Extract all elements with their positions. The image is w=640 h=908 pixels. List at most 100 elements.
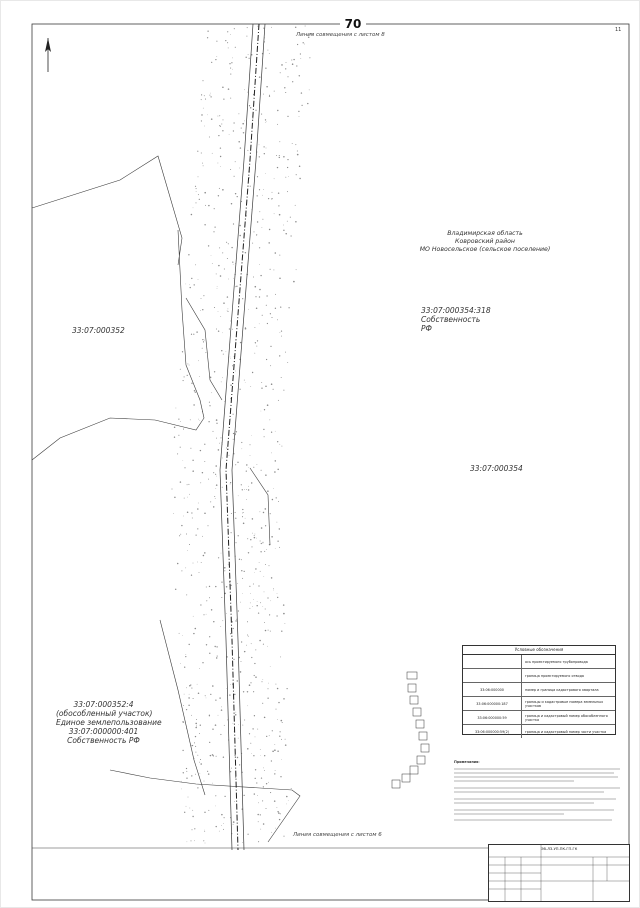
stipple-dot — [236, 285, 238, 288]
stipple-dot — [256, 604, 258, 607]
stipple-dot — [230, 97, 232, 99]
stipple-dot — [275, 293, 276, 295]
stipple-dot — [281, 722, 283, 723]
stipple-dot — [191, 775, 193, 777]
stipple-dot — [230, 320, 231, 322]
stipple-dot — [269, 513, 271, 515]
stipple-dot — [226, 688, 227, 690]
stipple-dot — [223, 817, 225, 819]
stipple-dot — [259, 264, 261, 265]
stipple-dot — [204, 125, 205, 127]
stipple-dot — [215, 273, 217, 275]
legend-text: граница и кадастровый номер обособленног… — [525, 713, 608, 722]
stipple-dot — [233, 453, 235, 455]
stipple-dot — [262, 643, 264, 645]
stipple-dot — [220, 552, 222, 554]
stipple-dot — [218, 134, 220, 137]
stipple-dot — [222, 130, 224, 132]
stipple-dot — [248, 485, 249, 487]
stipple-dot — [235, 464, 237, 466]
stipple-dot — [260, 527, 263, 529]
stipple-dot — [263, 576, 265, 577]
stipple-dot — [292, 81, 294, 83]
stipple-dot — [247, 705, 249, 707]
stipple-dot — [227, 42, 229, 44]
stipple-dot — [205, 613, 207, 615]
stipple-dot — [221, 350, 223, 352]
stipple-dot — [216, 646, 218, 648]
stipple-dot — [201, 535, 203, 537]
stipple-dot — [246, 499, 247, 500]
stipple-dot — [254, 352, 256, 354]
stipple-dot — [191, 687, 193, 689]
stipple-dot — [185, 567, 187, 569]
stipple-dot — [271, 730, 273, 732]
stipple-dot — [191, 277, 193, 280]
stipple-dot — [201, 94, 203, 96]
stipple-dot — [204, 811, 206, 814]
stipple-dot — [273, 800, 276, 802]
stipple-dot — [236, 582, 238, 584]
stipple-dot — [217, 311, 219, 313]
stipple-dot — [186, 687, 188, 689]
stipple-dot — [259, 814, 261, 816]
legend-row: 33:06:000000:59 граница и кадастровый но… — [463, 711, 615, 725]
stipple-dot — [215, 484, 218, 486]
parcel-line: Собственность — [421, 315, 481, 324]
stipple-dot — [219, 125, 221, 127]
stipple-dot — [307, 102, 309, 105]
stipple-dot — [193, 333, 195, 335]
stipple-dot — [217, 115, 219, 117]
stipple-dot — [265, 358, 268, 361]
stipple-dot — [283, 155, 285, 158]
stipple-dot — [291, 142, 293, 144]
legend-title: Условные обозначения — [463, 646, 615, 655]
stipple-dot — [257, 612, 260, 614]
legend-text: граница проектируемого отвода — [525, 673, 585, 678]
stipple-dot — [179, 535, 181, 537]
stipple-dot — [270, 198, 272, 200]
stipple-dot — [232, 263, 234, 265]
stipple-dot — [284, 744, 287, 746]
stipple-dot — [256, 176, 259, 178]
stipple-dot — [227, 88, 230, 90]
stipple-dot — [252, 728, 254, 730]
stipple-dot — [258, 802, 259, 804]
stipple-dot — [244, 382, 246, 383]
stipple-dot — [248, 105, 251, 107]
stipple-dot — [258, 562, 260, 563]
stipple-dot — [200, 310, 201, 311]
stipple-dot — [208, 136, 210, 138]
stipple-dot — [200, 763, 202, 765]
stipple-dot — [252, 606, 253, 607]
stipple-dot — [253, 715, 256, 717]
stipple-dot — [229, 356, 231, 358]
stipple-dot — [233, 122, 235, 124]
stipple-dot — [203, 780, 205, 782]
stipple-dot — [278, 205, 280, 207]
stipple-dot — [250, 539, 252, 541]
stipple-dot — [239, 147, 242, 149]
stipple-dot — [187, 363, 189, 365]
stipple-dot — [198, 360, 199, 362]
stipple-dot — [254, 736, 256, 738]
stipple-dot — [211, 392, 213, 394]
stipple-dot — [232, 223, 235, 225]
stipple-dot — [279, 813, 281, 815]
stipple-dot — [262, 823, 265, 825]
stipple-dot — [248, 733, 251, 735]
stipple-dot — [239, 224, 241, 227]
stipple-dot — [199, 773, 201, 775]
stipple-dot — [267, 697, 269, 699]
stipple-dot — [264, 37, 266, 39]
stipple-dot — [246, 644, 247, 646]
stipple-dot — [266, 85, 268, 88]
region-line: МО Новосельское (сельское поселение) — [419, 246, 551, 253]
stipple-dot — [218, 264, 220, 267]
stipple-dot — [276, 807, 278, 808]
stipple-dot — [213, 306, 216, 309]
stipple-dot — [240, 127, 242, 129]
stipple-dot — [257, 25, 259, 27]
stipple-dot — [190, 714, 192, 716]
stipple-dot — [247, 538, 249, 540]
